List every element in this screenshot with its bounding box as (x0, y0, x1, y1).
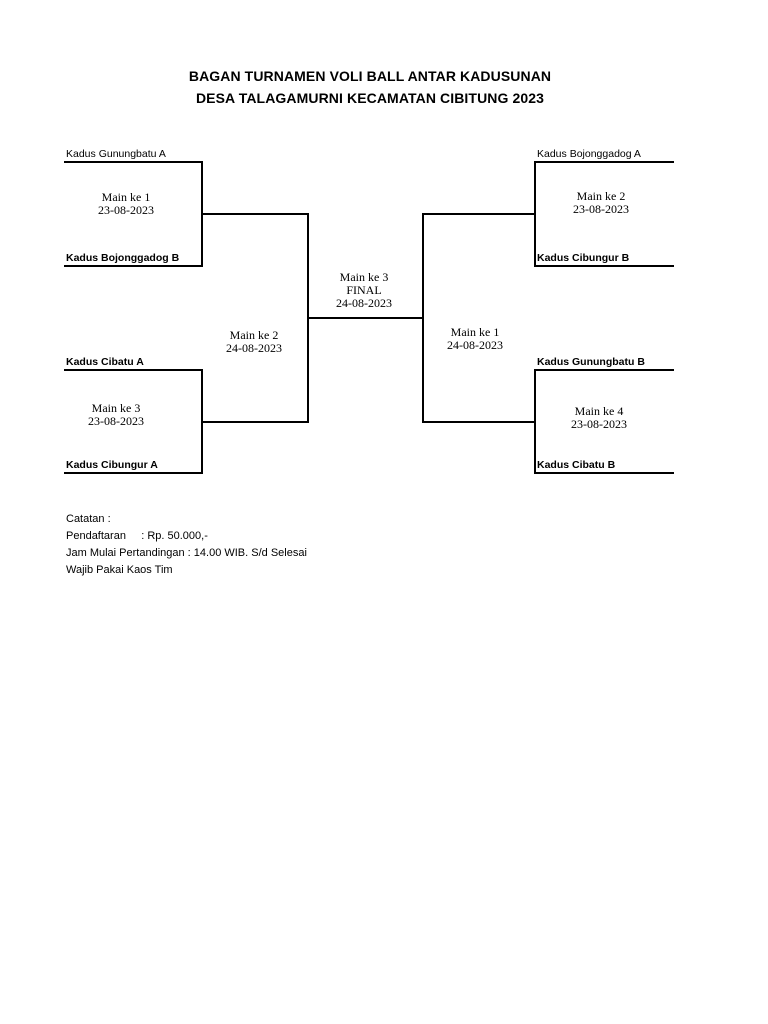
team-right-3: Kadus Gunungbatu B (537, 356, 645, 368)
notes-dress-code: Wajib Pakai Kaos Tim (66, 564, 173, 576)
match-label: Main ke 4 (574, 404, 624, 418)
bracket-line (422, 213, 424, 423)
match-date: 23-08-2023 (88, 414, 144, 428)
bracket-line (64, 472, 203, 474)
match-date: 24-08-2023 (226, 341, 282, 355)
match-right-top: Main ke 2 23-08-2023 (546, 190, 656, 216)
team-right-1: Kadus Bojonggadog A (537, 148, 641, 160)
match-date: 23-08-2023 (573, 202, 629, 216)
page-title-line-2: DESA TALAGAMURNI KECAMATAN CIBITUNG 2023 (195, 90, 545, 106)
match-right-semifinal: Main ke 1 24-08-2023 (420, 326, 530, 352)
team-left-1: Kadus Gunungbatu A (66, 148, 166, 160)
match-date: 24-08-2023 (447, 338, 503, 352)
page-title-line-1: BAGAN TURNAMEN VOLI BALL ANTAR KADUSUNAN (188, 68, 552, 84)
match-date: 23-08-2023 (571, 417, 627, 431)
bracket-line (64, 161, 203, 163)
team-left-4: Kadus Cibungur A (66, 459, 158, 471)
match-date: 23-08-2023 (98, 203, 154, 217)
match-left-bottom: Main ke 3 23-08-2023 (61, 402, 171, 428)
final-line (307, 317, 424, 319)
bracket-line (422, 213, 536, 215)
bracket-line (534, 265, 674, 267)
team-right-4: Kadus Cibatu B (537, 459, 616, 471)
match-date: 24-08-2023 (336, 296, 392, 310)
bracket-line (534, 161, 536, 267)
bracket-line (534, 369, 536, 474)
bracket-line (64, 369, 203, 371)
match-label: Main ke 2 (576, 189, 626, 203)
bracket-line (201, 421, 309, 423)
match-left-top: Main ke 1 23-08-2023 (71, 191, 181, 217)
match-label: Main ke 1 (101, 190, 151, 204)
match-label: Main ke 3 (339, 270, 389, 284)
notes-start-time: Jam Mulai Pertandingan : 14.00 WIB. S/d … (66, 547, 307, 559)
notes-section: Catatan : Pendaftaran : Rp. 50.000,- Jam… (66, 511, 307, 579)
notes-fee: Pendaftaran : Rp. 50.000,- (66, 530, 208, 542)
match-label: Main ke 2 (229, 328, 279, 342)
bracket-line (534, 472, 674, 474)
match-final: Main ke 3 FINAL 24-08-2023 (309, 271, 419, 310)
notes-heading: Catatan : (66, 513, 111, 525)
bracket-line (534, 161, 674, 163)
match-label: Main ke 3 (91, 401, 141, 415)
team-right-2: Kadus Cibungur B (537, 252, 630, 264)
bracket-line (534, 369, 674, 371)
match-left-semifinal: Main ke 2 24-08-2023 (199, 329, 309, 355)
match-stage: FINAL (346, 283, 382, 297)
match-label: Main ke 1 (450, 325, 500, 339)
bracket-line (422, 421, 536, 423)
team-left-2: Kadus Bojonggadog B (66, 252, 180, 264)
bracket-line (201, 213, 309, 215)
team-left-3: Kadus Cibatu A (66, 356, 144, 368)
match-right-bottom: Main ke 4 23-08-2023 (544, 405, 654, 431)
bracket-line (64, 265, 203, 267)
